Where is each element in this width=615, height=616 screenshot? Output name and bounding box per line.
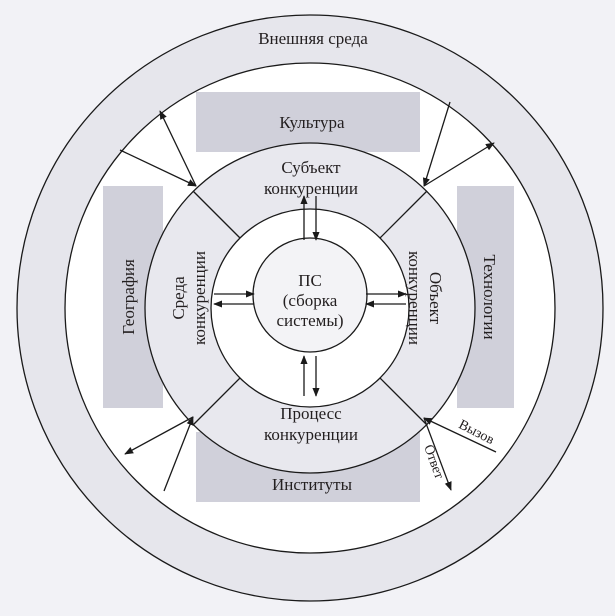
process-label-line2: конкуренции: [264, 425, 358, 444]
factor-label-technologies: Технологии: [480, 254, 499, 339]
subject-label-line2: конкуренции: [264, 179, 358, 198]
core-label-line1: ПС: [298, 271, 322, 290]
core-label-line2: (сборка: [283, 291, 338, 310]
core-arrows: [213, 195, 407, 397]
divider-top-right: [379, 190, 428, 239]
tr-challenge-arrow: [422, 101, 451, 187]
core-label-line3: системы): [276, 311, 343, 330]
bl-challenge-arrow: [163, 416, 194, 492]
outer-ring-label: Внешняя среда: [258, 29, 368, 48]
environment-label-line2: конкуренции: [190, 251, 209, 345]
divider-bottom-left: [192, 377, 241, 426]
tr-response-arrow: [423, 142, 495, 187]
divider-bottom-right: [379, 377, 428, 426]
factor-box-culture: [196, 92, 420, 152]
object-label-line1: Объект: [426, 272, 445, 325]
tl-challenge-arrow: [119, 149, 197, 187]
factor-label-culture: Культура: [279, 113, 345, 132]
divider-top-left: [192, 190, 241, 239]
subject-label-line1: Субъект: [281, 158, 341, 177]
factor-label-geography: География: [119, 259, 138, 335]
tl-response-arrow: [159, 110, 197, 187]
bl-response-arrow: [124, 416, 194, 455]
process-label-line1: Процесс: [280, 404, 342, 423]
object-label-line2: конкуренции: [405, 251, 424, 345]
br-challenge-arrow: [423, 417, 497, 453]
factor-label-institutes: Институты: [272, 475, 353, 494]
challenge-response-arrows: [119, 101, 497, 492]
br-response-arrow: [423, 417, 452, 491]
environment-label-line1: Среда: [169, 276, 188, 320]
